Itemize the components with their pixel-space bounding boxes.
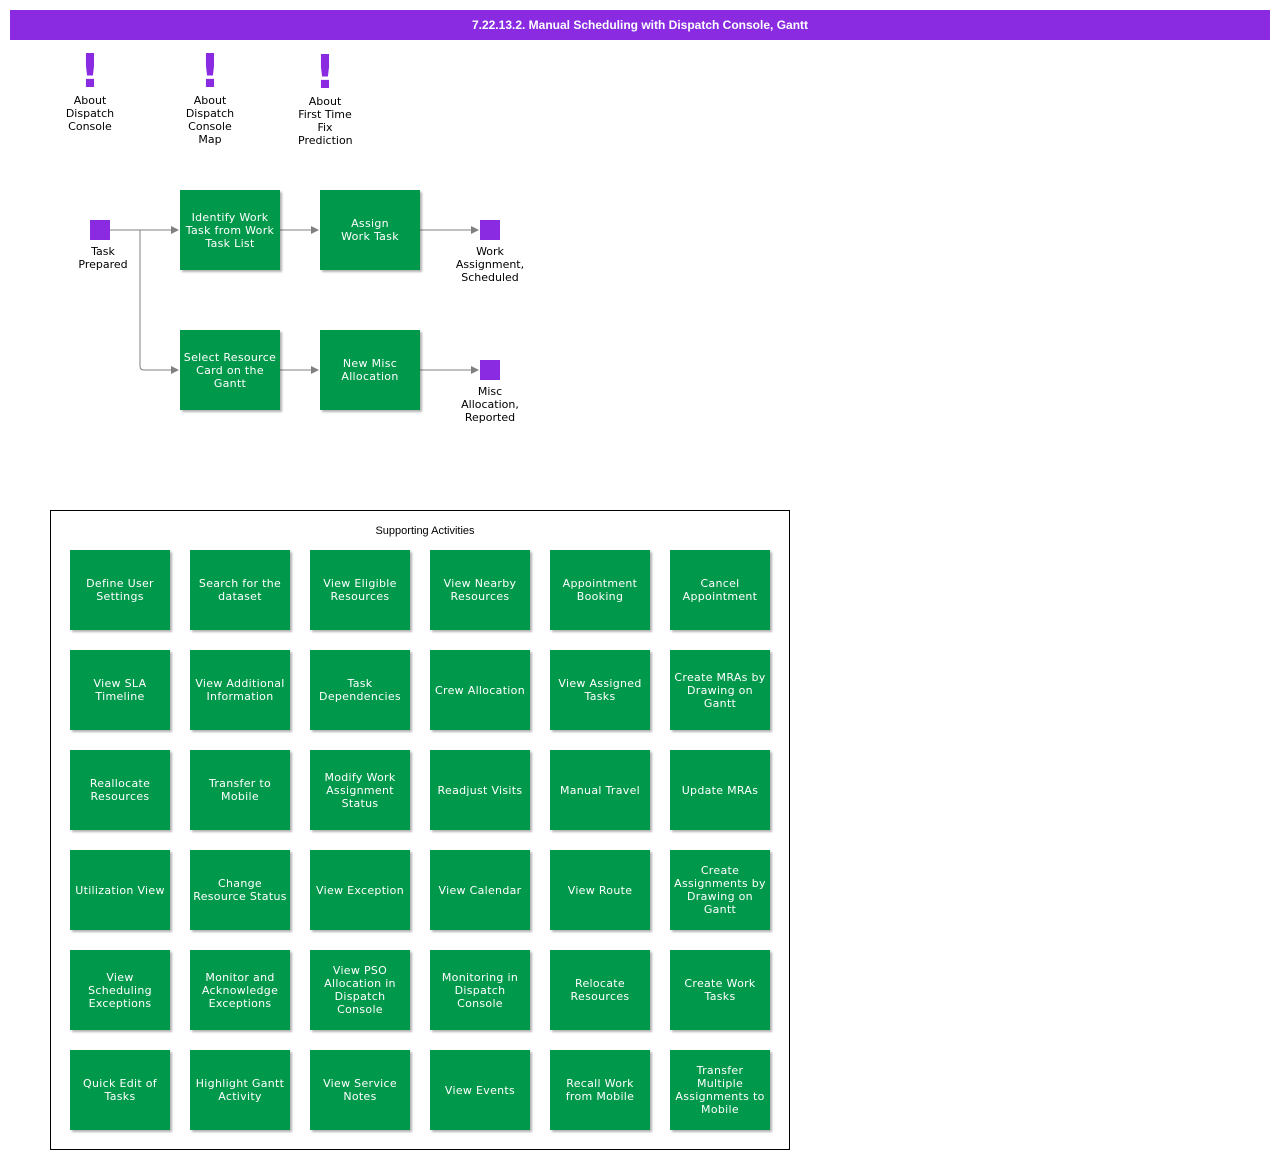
supporting-activity-monitoring-in-dispatch-console[interactable]: Monitoring in Dispatch Console: [430, 950, 530, 1030]
supporting-activity-define-user-settings[interactable]: Define User Settings: [70, 550, 170, 630]
supporting-activity-transfer-to-mobile[interactable]: Transfer to Mobile: [190, 750, 290, 830]
supporting-activity-task-dependencies[interactable]: Task Dependencies: [310, 650, 410, 730]
supporting-activity-view-assigned-tasks[interactable]: View Assigned Tasks: [550, 650, 650, 730]
supporting-activity-transfer-multiple-assignments-to-mobile[interactable]: Transfer Multiple Assignments to Mobile: [670, 1050, 770, 1130]
about-link-label: About Dispatch Console: [65, 94, 115, 133]
process-connectors: [110, 226, 479, 374]
supporting-activity-crew-allocation[interactable]: Crew Allocation: [430, 650, 530, 730]
about-dispatch-console-map-link[interactable]: ! About Dispatch Console Map: [165, 48, 255, 146]
supporting-activity-view-scheduling-exceptions[interactable]: View Scheduling Exceptions: [70, 950, 170, 1030]
about-first-time-fix-prediction-link[interactable]: ! About First Time Fix Prediction: [280, 49, 370, 147]
supporting-activity-change-resource-status[interactable]: Change Resource Status: [190, 850, 290, 930]
supporting-activity-relocate-resources[interactable]: Relocate Resources: [550, 950, 650, 1030]
supporting-activity-view-sla-timeline[interactable]: View SLA Timeline: [70, 650, 170, 730]
exclamation-icon: !: [79, 44, 101, 98]
supporting-activities-frame: [50, 510, 790, 1150]
supporting-activity-cancel-appointment[interactable]: Cancel Appointment: [670, 550, 770, 630]
end-event-work-assignment[interactable]: [480, 220, 500, 240]
supporting-activity-create-assignments-by-drawing-on-gantt[interactable]: Create Assignments by Drawing on Gantt: [670, 850, 770, 930]
supporting-activity-view-calendar[interactable]: View Calendar: [430, 850, 530, 930]
supporting-activity-view-route[interactable]: View Route: [550, 850, 650, 930]
end-event-misc-allocation[interactable]: [480, 360, 500, 380]
supporting-activity-view-pso-allocation-in-dispatch-console[interactable]: View PSO Allocation in Dispatch Console: [310, 950, 410, 1030]
about-link-label: About Dispatch Console Map: [185, 94, 235, 146]
supporting-activity-view-additional-information[interactable]: View Additional Information: [190, 650, 290, 730]
connector-start-to-select: [139, 230, 179, 374]
supporting-activity-create-mras-by-drawing-on-gantt[interactable]: Create MRAs by Drawing on Gantt: [670, 650, 770, 730]
supporting-activity-manual-travel[interactable]: Manual Travel: [550, 750, 650, 830]
supporting-activity-modify-work-assignment-status[interactable]: Modify Work Assignment Status: [310, 750, 410, 830]
supporting-activity-reallocate-resources[interactable]: Reallocate Resources: [70, 750, 170, 830]
supporting-activity-monitor-and-acknowledge-exceptions[interactable]: Monitor and Acknowledge Exceptions: [190, 950, 290, 1030]
supporting-activity-view-nearby-resources[interactable]: View Nearby Resources: [430, 550, 530, 630]
supporting-activity-update-mras[interactable]: Update MRAs: [670, 750, 770, 830]
exclamation-icon: !: [314, 45, 336, 99]
page-title: 7.22.13.2. Manual Scheduling with Dispat…: [10, 10, 1270, 40]
start-event[interactable]: [90, 220, 110, 240]
supporting-activity-view-eligible-resources[interactable]: View Eligible Resources: [310, 550, 410, 630]
supporting-activity-view-service-notes[interactable]: View Service Notes: [310, 1050, 410, 1130]
about-dispatch-console-link[interactable]: ! About Dispatch Console: [45, 48, 135, 133]
supporting-activity-utilization-view[interactable]: Utilization View: [70, 850, 170, 930]
task-identify-work-task[interactable]: Identify Work Task from Work Task List: [180, 190, 280, 270]
exclamation-icon: !: [199, 44, 221, 98]
supporting-activity-recall-work-from-mobile[interactable]: Recall Work from Mobile: [550, 1050, 650, 1130]
supporting-activities-title: Supporting Activities: [375, 525, 475, 537]
supporting-activity-view-exception[interactable]: View Exception: [310, 850, 410, 930]
supporting-activity-view-events[interactable]: View Events: [430, 1050, 530, 1130]
end-event-misc-allocation-label: Misc Allocation, Reported: [461, 385, 519, 424]
supporting-activity-appointment-booking[interactable]: Appointment Booking: [550, 550, 650, 630]
start-event-label: Task Prepared: [78, 245, 128, 271]
about-link-label: About First Time Fix Prediction: [298, 95, 353, 147]
task-new-misc-allocation[interactable]: New Misc Allocation: [320, 330, 420, 410]
supporting-activity-readjust-visits[interactable]: Readjust Visits: [430, 750, 530, 830]
supporting-activity-highlight-gantt-activity[interactable]: Highlight Gantt Activity: [190, 1050, 290, 1130]
supporting-activity-quick-edit-of-tasks[interactable]: Quick Edit of Tasks: [70, 1050, 170, 1130]
supporting-activity-create-work-tasks[interactable]: Create Work Tasks: [670, 950, 770, 1030]
task-select-resource-card[interactable]: Select Resource Card on the Gantt: [180, 330, 280, 410]
task-assign-work-task[interactable]: Assign Work Task: [320, 190, 420, 270]
end-event-work-assignment-label: Work Assignment, Scheduled: [455, 245, 525, 284]
supporting-activity-search-for-the-dataset[interactable]: Search for the dataset: [190, 550, 290, 630]
